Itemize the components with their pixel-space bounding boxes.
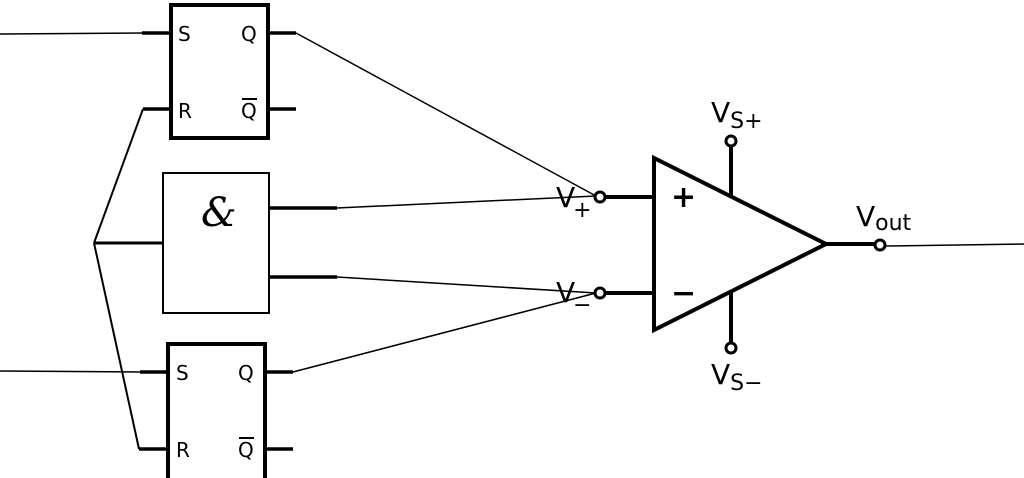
and-gate-symbol: & [201,190,237,236]
terminal-vminus [593,286,607,300]
terminals [593,134,887,355]
wire-bottom-q-to-vminus [292,292,597,373]
opamp: + − [652,154,831,334]
terminal-vout [873,238,887,252]
wire-vout-external [885,243,1024,247]
flipflop-top-reset-label: R [178,99,192,123]
label-vminus: V− [556,276,592,318]
wire-junction-to-top-reset [93,108,144,244]
and-gate: & [162,172,270,314]
flipflop-top-qbar-label: Q [241,99,257,123]
flipflop-top: S R Q Q [169,3,270,140]
wire-junction-to-bottom-reset [93,242,140,450]
flipflop-bottom-set-label: S [176,361,189,385]
terminal-vs-minus [724,341,738,355]
terminal-vplus [593,190,607,204]
wire-bottom-set-input [0,370,141,373]
flipflop-bottom-body [166,342,267,478]
wire-and-out1-to-vplus [336,195,597,209]
wires [0,31,1024,451]
label-vout: Vout [856,200,912,236]
label-vplus: V+ [556,181,592,223]
flipflop-bottom: S R Q Q [166,342,267,478]
flipflop-top-q-label: Q [241,22,257,46]
flipflop-bottom-q-label: Q [238,361,254,385]
opamp-minus-sign: − [671,276,696,311]
flipflop-bottom-qbar-label: Q [238,438,254,462]
label-vs-minus: VS− [711,358,763,396]
opamp-triangle [652,154,831,334]
terminal-vs-plus [724,134,738,148]
flipflop-top-set-label: S [178,22,191,46]
flipflop-top-body [169,3,270,140]
wire-top-set-input [0,32,143,35]
wire-top-q-to-vplus [295,32,597,197]
and-gate-body [162,172,270,314]
opamp-plus-sign: + [671,180,696,215]
label-vs-plus: VS+ [711,96,763,134]
flipflop-bottom-reset-label: R [176,438,190,462]
wire-and-out2-to-vminus [336,276,597,294]
